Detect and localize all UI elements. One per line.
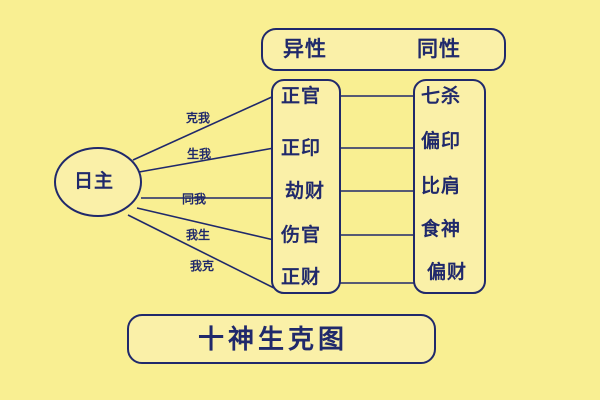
right-cell-4: 食神: [421, 218, 462, 240]
left-cell-3: 劫财: [285, 180, 326, 202]
relation-label-3: 同我: [182, 192, 207, 206]
center-node-label: 日主: [74, 170, 115, 192]
relation-line-2: [138, 147, 275, 173]
center-node-ellipse: [54, 147, 142, 217]
relation-label-4: 我生: [186, 228, 211, 242]
relation-line-1: [132, 95, 275, 161]
diagram-title: 十神生克图: [198, 325, 349, 355]
header-label-yin-yang-different: 异性: [283, 37, 327, 61]
right-cell-5: 偏财: [427, 261, 468, 283]
title-box: [127, 314, 436, 364]
right-cell-2: 偏印: [421, 130, 462, 152]
relation-label-2: 生我: [187, 147, 212, 161]
right-cell-3: 比肩: [421, 175, 462, 197]
left-cell-5: 正财: [281, 266, 322, 288]
relation-label-5: 我克: [190, 259, 215, 273]
relation-line-4: [136, 207, 275, 241]
left-cell-1: 正官: [281, 85, 322, 107]
relation-label-1: 克我: [186, 111, 211, 125]
right-cell-1: 七杀: [421, 85, 462, 107]
left-column-box: [271, 79, 341, 294]
left-cell-4: 伤官: [281, 224, 322, 246]
header-label-yin-yang-same: 同性: [417, 37, 461, 61]
left-cell-2: 正印: [281, 137, 322, 159]
right-column-box: [413, 79, 486, 294]
header-box: [261, 28, 506, 71]
relation-line-5: [127, 214, 275, 289]
